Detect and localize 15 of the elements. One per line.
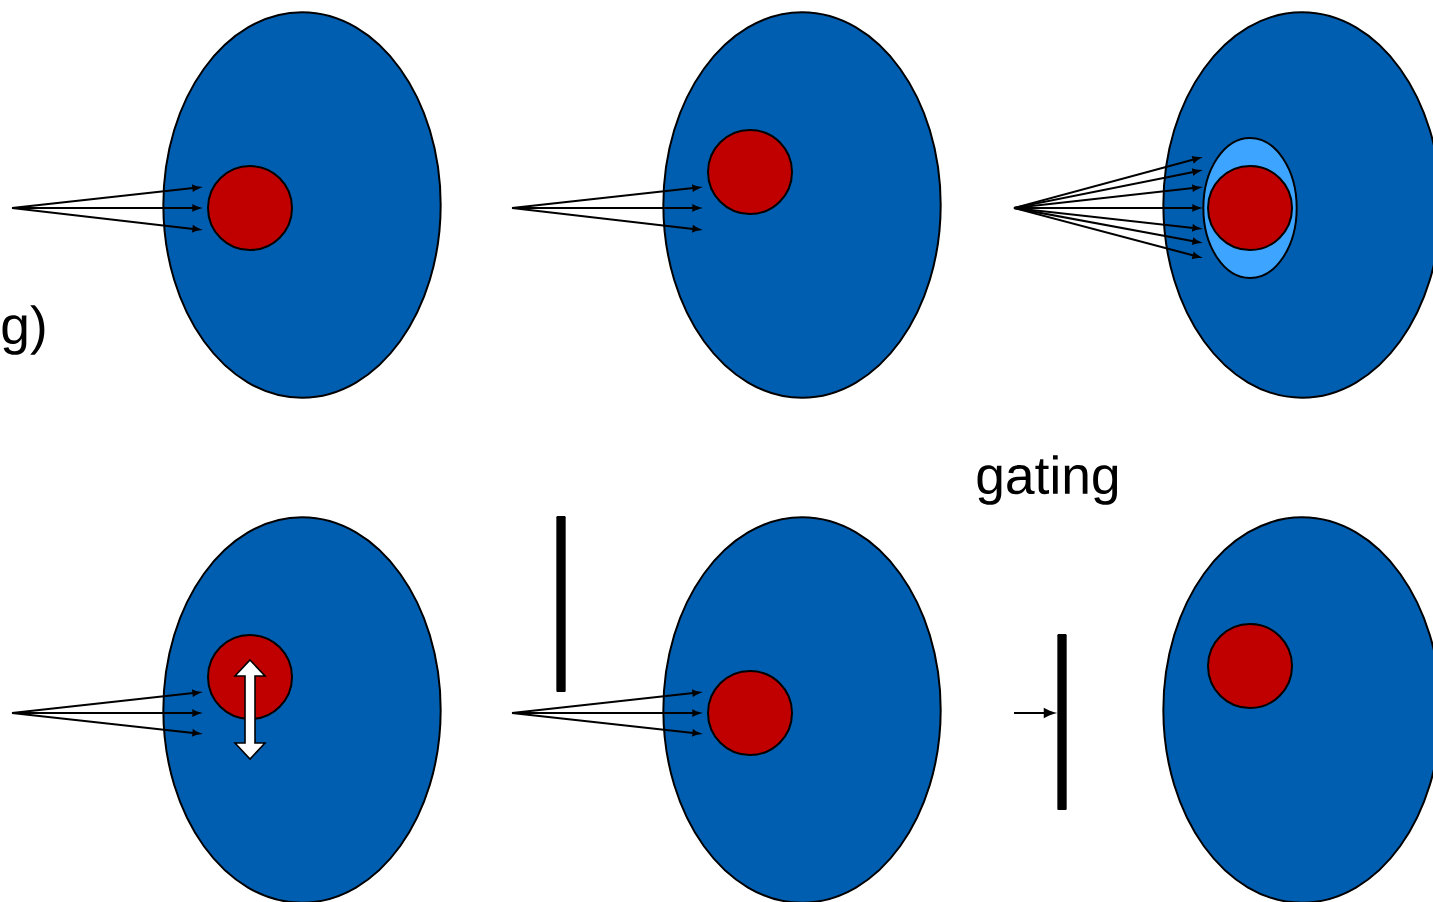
disc [707,129,793,215]
oval [162,516,442,902]
label-text: gating [977,455,1118,505]
bar [1057,634,1067,810]
disc [207,165,293,251]
arrow [1013,708,1055,718]
oval [662,11,942,399]
label-text: g) [2,305,45,355]
oval [1162,516,1433,902]
oval [162,11,442,399]
oval [662,516,942,902]
disc [1207,165,1293,251]
bar [556,516,566,692]
disc [707,670,793,756]
disc [1207,623,1293,709]
